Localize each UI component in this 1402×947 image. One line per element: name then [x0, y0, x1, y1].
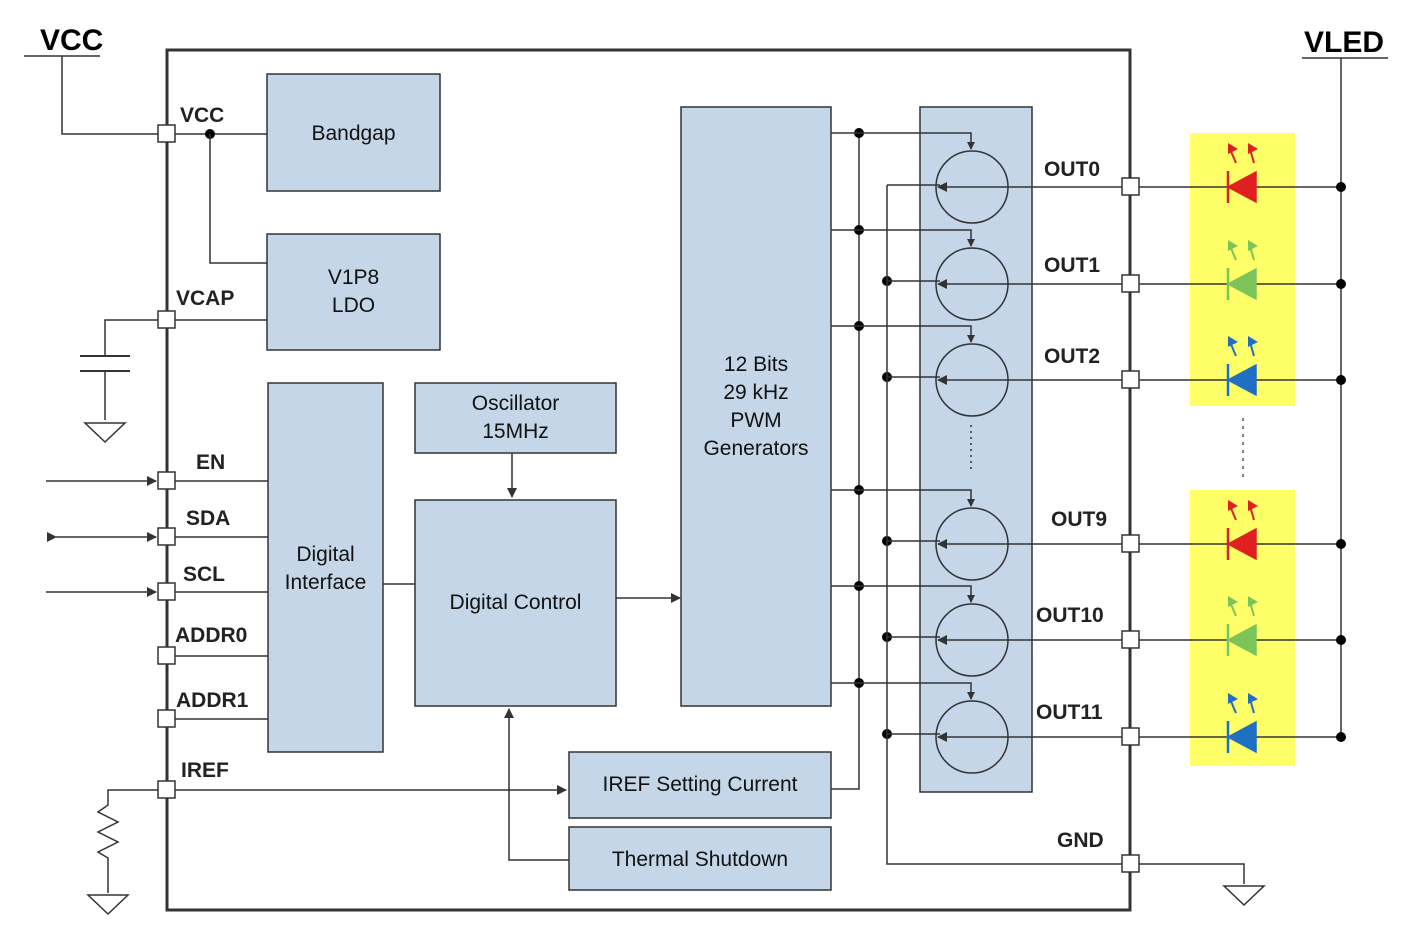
pin-label-en: EN [196, 451, 225, 474]
current-sink-out1 [831, 225, 1122, 321]
digital-interface-block: Digital Interface [267, 382, 384, 753]
pin-label-out2: OUT2 [1044, 345, 1100, 368]
pin-label-out9: OUT9 [1051, 508, 1107, 531]
iref-setting-label: IREF Setting Current [603, 773, 798, 796]
current-sinks [831, 128, 1122, 774]
iref-setting-block: IREF Setting Current [568, 751, 832, 819]
digital-control-label: Digital Control [450, 591, 582, 614]
thermal-shutdown-block: Thermal Shutdown [568, 826, 832, 891]
digital-interface-label-line2: Interface [285, 571, 367, 594]
oscillator-block: Oscillator 15MHz [414, 382, 617, 454]
pwm-generators-block: 12 Bits 29 kHz PWM Generators [680, 106, 832, 707]
ground-symbol-vcap [83, 422, 127, 444]
pwm-label-line2: 29 kHz [723, 381, 788, 404]
ground-symbol-gnd [1222, 885, 1266, 907]
pin-label-out11: OUT11 [1036, 701, 1103, 724]
ground-symbol-iref [86, 894, 130, 916]
pwm-label-line3: PWM [730, 409, 781, 432]
current-sink-out11 [831, 678, 1122, 774]
current-sink-out2 [831, 321, 1122, 417]
bandgap-block: Bandgap [266, 73, 441, 192]
current-sink-column [919, 106, 1033, 793]
pin-label-addr0: ADDR0 [175, 624, 247, 647]
pin-label-out0: OUT0 [1044, 158, 1100, 181]
pin-label-out10: OUT10 [1036, 604, 1104, 627]
pin-label-iref: IREF [181, 759, 229, 782]
pin-label-out1: OUT1 [1044, 254, 1100, 277]
pin-label-vcap: VCAP [176, 287, 234, 310]
pwm-label-line1: 12 Bits [724, 353, 788, 376]
current-sink-out0 [831, 128, 1122, 224]
pin-label-addr1: ADDR1 [176, 689, 249, 712]
ldo-label-line2: LDO [332, 294, 375, 317]
led-out2 [1139, 336, 1346, 397]
thermal-shutdown-label: Thermal Shutdown [612, 848, 788, 871]
led-group-bottom-highlight [1190, 490, 1295, 766]
oscillator-label-line1: Oscillator [472, 392, 560, 415]
ldo-block: V1P8 LDO [266, 233, 441, 351]
pin-label-scl: SCL [183, 563, 225, 586]
led-out9 [1139, 500, 1346, 561]
pin-label-vcc: VCC [180, 104, 224, 127]
led-out10 [1139, 596, 1346, 657]
pwm-label-line4: Generators [703, 437, 808, 460]
led-strings [1139, 143, 1346, 754]
oscillator-label-line2: 15MHz [482, 420, 549, 443]
current-sink-out10 [831, 581, 1122, 677]
led-out0 [1139, 143, 1346, 204]
rail-vled-label: VLED [1304, 26, 1384, 59]
ldo-label-line1: V1P8 [328, 266, 379, 289]
pin-label-sda: SDA [186, 507, 230, 530]
led-group-top-highlight [1190, 133, 1295, 406]
digital-interface-label-line1: Digital [296, 543, 354, 566]
led-out1 [1139, 240, 1346, 301]
pads [157, 124, 1140, 873]
digital-control-block: Digital Control [414, 499, 617, 707]
pin-label-gnd: GND [1057, 829, 1104, 852]
bandgap-label: Bandgap [311, 122, 395, 145]
rail-vcc-label: VCC [40, 24, 103, 57]
led-out11 [1139, 693, 1346, 754]
